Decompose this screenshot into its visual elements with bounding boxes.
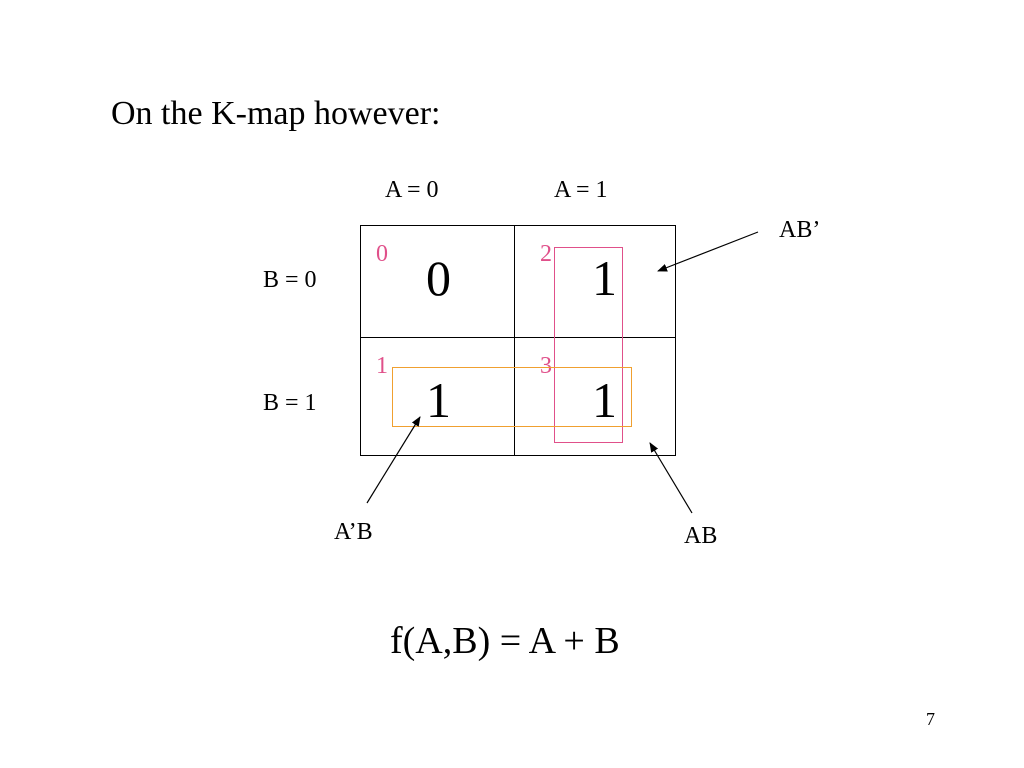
cell-value-3: 1 xyxy=(592,372,617,428)
cell-index-0: 0 xyxy=(376,241,388,267)
cell-value-0: 0 xyxy=(426,250,451,306)
slide-number: 7 xyxy=(926,709,935,729)
row-label-b1: B = 1 xyxy=(263,390,317,416)
term-label-a-prime-b: A’B xyxy=(334,519,373,545)
term-label-ab: AB xyxy=(684,523,718,549)
cell-value-1: 1 xyxy=(426,372,451,428)
boolean-formula: f(A,B) = A + B xyxy=(390,620,620,662)
kmap-horizontal-divider xyxy=(361,337,675,338)
cell-index-1: 1 xyxy=(376,353,388,379)
group-box-a-prime-b xyxy=(392,367,632,427)
cell-value-2: 1 xyxy=(592,250,617,306)
term-label-ab-prime: AB’ xyxy=(779,217,821,243)
column-label-a1: A = 1 xyxy=(554,177,608,203)
column-label-a0: A = 0 xyxy=(385,177,439,203)
cell-index-2: 2 xyxy=(540,241,552,267)
slide-title: On the K-map however: xyxy=(111,95,441,132)
row-label-b0: B = 0 xyxy=(263,267,317,293)
cell-index-3: 3 xyxy=(540,353,552,379)
kmap-grid xyxy=(360,225,676,456)
group-box-ab-prime xyxy=(554,247,623,443)
kmap-vertical-divider xyxy=(514,226,515,455)
